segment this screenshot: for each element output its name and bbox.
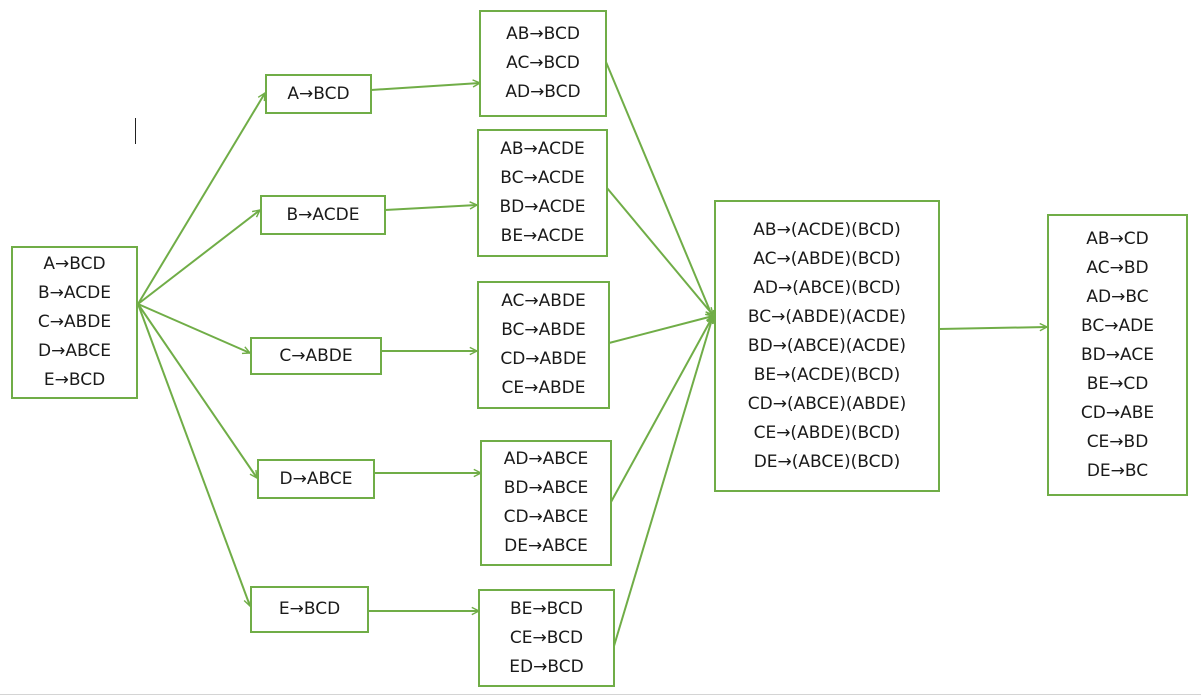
box-line: CD→(ABCE)(ABDE) — [747, 393, 907, 414]
box-level2-d: AD→ABCE BD→ABCE CD→ABCE DE→ABCE — [480, 440, 612, 566]
page-divider — [0, 694, 1201, 695]
box-line: E→BCD — [278, 599, 341, 619]
box-line: BC→ABDE — [501, 320, 586, 340]
box-root: A→BCD B→ACDE C→ABDE D→ABCE E→BCD — [11, 246, 138, 399]
box-line: B→ACDE — [286, 204, 360, 225]
box-level2-c: AC→ABDE BC→ABDE CD→ABDE CE→ABDE — [477, 281, 610, 409]
arrow-root-to-a — [137, 93, 266, 305]
box-line: BC→ACDE — [500, 168, 585, 188]
box-line: AB→(ACDE)(BCD) — [753, 219, 901, 240]
arrow-l2b-to-merge — [606, 187, 713, 315]
box-d: D→ABCE — [257, 459, 375, 499]
arrow-l2c-to-merge — [608, 316, 713, 344]
box-level2-b: AB→ACDE BC→ACDE BD→ACDE BE→ACDE — [477, 129, 608, 257]
box-line: BE→CD — [1086, 373, 1149, 394]
box-level2-a: AB→BCD AC→BCD AD→BCD — [479, 10, 607, 117]
arrow-root-to-c — [137, 303, 250, 353]
arrow-a-to-ab — [370, 83, 480, 91]
box-line: AD→BC — [1086, 286, 1149, 307]
box-line: BC→(ABDE)(ACDE) — [747, 306, 907, 327]
box-line: BD→ABCE — [503, 478, 589, 498]
box-line: ED→BCD — [509, 656, 584, 677]
box-line: BC→ADE — [1081, 315, 1154, 336]
box-line: AD→BCD — [505, 82, 581, 102]
box-line: D→ABCE — [38, 341, 111, 361]
box-line: CE→BCD — [509, 627, 584, 648]
box-result: AB→CD AC→BD AD→BC BC→ADE BD→ACE BE→CD CD… — [1047, 214, 1188, 496]
box-level2-e: BE→BCD CE→BCD ED→BCD — [478, 589, 615, 687]
box-line: E→BCD — [43, 370, 106, 390]
box-line: BE→BCD — [510, 598, 583, 619]
box-line: B→ACDE — [38, 283, 111, 303]
box-line: DE→(ABCE)(BCD) — [753, 451, 901, 472]
box-line: CE→ABDE — [501, 378, 586, 398]
box-line: A→BCD — [43, 254, 106, 274]
box-line: BE→(ACDE)(BCD) — [753, 364, 901, 385]
box-a: A→BCD — [265, 74, 372, 114]
arrow-merge-to-result — [938, 327, 1047, 329]
box-line: BE→ACDE — [500, 226, 585, 246]
arrow-l2d-to-merge — [610, 316, 714, 503]
box-line: AB→ACDE — [500, 139, 585, 159]
box-line: BD→ACE — [1081, 344, 1154, 365]
box-line: D→ABCE — [279, 468, 353, 489]
box-line: AC→BCD — [506, 53, 580, 73]
box-b: B→ACDE — [260, 195, 386, 235]
box-line: C→ABDE — [37, 312, 112, 332]
arrow-root-to-b — [137, 210, 260, 305]
box-line: CD→ABDE — [500, 349, 587, 369]
box-line: AD→ABCE — [503, 449, 589, 469]
arrow-l2a-to-merge — [605, 61, 713, 318]
box-line: AC→ABDE — [501, 291, 586, 311]
box-line: BD→(ABCE)(ACDE) — [747, 335, 907, 356]
box-merge: AB→(ACDE)(BCD) AC→(ABDE)(BCD) AD→(ABCE)(… — [714, 200, 940, 492]
box-line: DE→ABCE — [504, 536, 588, 556]
box-line: A→BCD — [287, 83, 350, 104]
box-line: DE→BC — [1086, 460, 1149, 481]
box-line: CE→(ABDE)(BCD) — [753, 422, 901, 443]
box-line: AB→BCD — [506, 24, 580, 44]
box-line: CD→ABCE — [503, 507, 589, 527]
arrow-root-to-e — [137, 303, 250, 606]
box-line: CE→BD — [1086, 431, 1149, 452]
text-cursor — [135, 118, 136, 144]
box-line: BD→ACDE — [499, 197, 586, 217]
arrow-root-to-d — [137, 303, 257, 478]
arrow-b-to-bc — [384, 205, 477, 211]
box-line: CD→ABE — [1080, 402, 1155, 423]
box-c: C→ABDE — [250, 337, 382, 375]
box-line: C→ABDE — [279, 345, 353, 366]
box-line: AB→CD — [1086, 228, 1149, 249]
box-line: AD→(ABCE)(BCD) — [753, 277, 901, 298]
box-line: AC→(ABDE)(BCD) — [753, 248, 901, 269]
box-line: AC→BD — [1086, 257, 1149, 278]
box-e: E→BCD — [250, 586, 369, 633]
arrow-l2e-to-merge — [613, 316, 713, 647]
